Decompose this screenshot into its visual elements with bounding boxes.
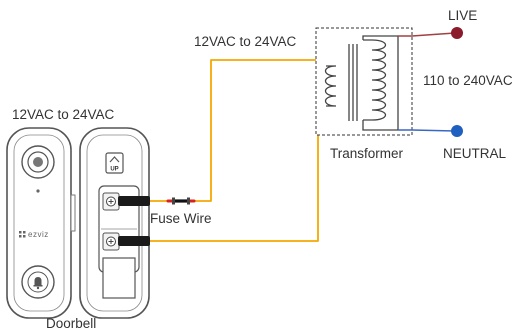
live-wire xyxy=(398,32,456,37)
live-label: LIVE xyxy=(448,8,477,23)
up-tag: UP xyxy=(105,152,124,174)
transformer-enclosure xyxy=(315,27,413,136)
brand-logo: ezviz xyxy=(19,230,49,239)
up-tag-label: UP xyxy=(110,167,118,173)
neutral-label: NEUTRAL xyxy=(443,146,507,161)
secondary-coil xyxy=(324,65,337,107)
doorbell-label: Doorbell xyxy=(46,316,96,331)
primary-coil xyxy=(363,39,387,121)
transformer xyxy=(315,27,413,136)
screw-icon xyxy=(106,236,116,247)
primary-leads xyxy=(362,35,399,131)
doorbell-back: UP xyxy=(79,127,150,319)
fuse xyxy=(166,197,196,205)
fuse-wire-label: Fuse Wire xyxy=(150,211,212,226)
mains-voltage-label: 110 to 240VAC xyxy=(423,73,513,88)
doorbell-front-inner-outline xyxy=(13,134,65,312)
transformer-label: Transformer xyxy=(330,146,404,161)
transformer-voltage-label: 12VAC to 24VAC xyxy=(194,34,297,49)
doorbell-voltage-label: 12VAC to 24VAC xyxy=(12,107,115,122)
wire-top-to-transformer xyxy=(191,59,327,202)
brand-name: ezviz xyxy=(28,230,49,239)
transformer-core xyxy=(348,44,358,121)
doorbell-back-inner-outline xyxy=(86,134,143,312)
neutral-terminal-dot xyxy=(451,125,463,137)
camera-lens-icon xyxy=(21,145,55,179)
bell-icon xyxy=(21,265,55,299)
logo-mark-icon xyxy=(19,231,26,238)
terminal-1 xyxy=(102,192,120,211)
doorbell-front: ezviz xyxy=(6,127,76,319)
sensor-dot xyxy=(36,189,40,193)
live-terminal-dot xyxy=(451,27,463,39)
screw-icon xyxy=(106,196,116,207)
neutral-wire xyxy=(398,129,456,132)
cable-sleeve-bottom xyxy=(118,236,150,246)
mounting-slot xyxy=(102,257,136,299)
cable-sleeve-top xyxy=(118,196,150,206)
terminal-2 xyxy=(102,232,120,251)
side-button xyxy=(70,194,76,232)
